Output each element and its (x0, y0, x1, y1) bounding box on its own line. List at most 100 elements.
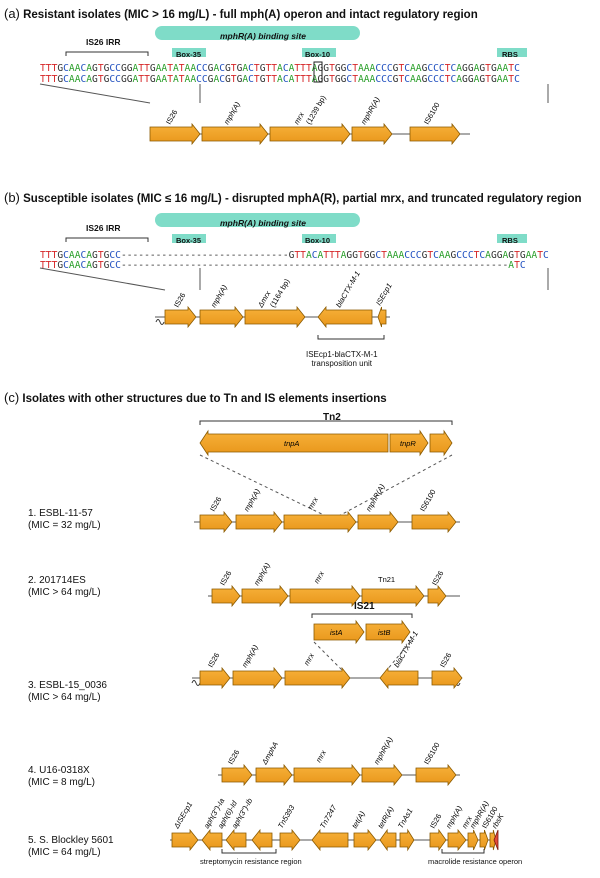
iso5-arrow-tetra (379, 828, 397, 852)
iso5-label-disecp1: ΔISEcp1 (171, 800, 194, 831)
panel-a-zoom-left (39, 83, 151, 104)
panel-a-label-mrx: mrx (292, 110, 306, 126)
iso2-label-is26b: IS26 (430, 569, 446, 587)
tn2-arrow-tnpa (199, 429, 389, 457)
panel-a-box35-highlight (172, 48, 206, 57)
iso5-label-tnas1: TnAs1 (396, 807, 415, 830)
iso3-arrow-mpha (232, 666, 283, 690)
iso5-arrow-aph3ib (251, 828, 273, 852)
iso5-macrolide-bracket (441, 849, 485, 854)
iso1-arrow-is26 (199, 510, 233, 534)
panel-b-arrow-mpha (199, 305, 244, 329)
panel-b-label-mpha: mph(A) (209, 283, 229, 309)
iso5-arrow-tn7247 (311, 828, 349, 852)
section-c-text: Isolates with other structures due to Tn… (22, 393, 387, 405)
iso1-label-is26: IS26 (208, 495, 224, 513)
tn2-arrow-tnpr (389, 429, 429, 457)
iso2-label-tn21: Tn21 (378, 575, 395, 584)
is21-label-ista: istA (330, 628, 343, 637)
tn2-bracket (199, 420, 453, 425)
iso5-arrow-mrx (467, 829, 479, 851)
iso5-arrow-tn5393 (279, 828, 301, 852)
iso5-arrow-teta (353, 828, 377, 852)
isolate-4-mic: (MIC = 8 mg/L) (28, 777, 95, 788)
iso4-arrow-dmpha (255, 763, 293, 787)
isolate-2-name: 2. 201714ES (28, 575, 86, 586)
iso4-label-is26: IS26 (226, 748, 242, 766)
iso1-label-mphra: mphR(A) (364, 482, 387, 513)
is21-label: IS21 (354, 601, 375, 612)
panel-b-arrow-isecp1 (377, 306, 387, 328)
isolate-2-label: 2. 201714ES (MIC > 64 mg/L) (28, 575, 101, 599)
panel-b-box10-highlight (302, 234, 336, 243)
is21-arrow-istb (365, 619, 411, 645)
panel-a-irr-label: IS26 IRR (86, 37, 121, 47)
section-b-mark: (b) (4, 190, 20, 205)
iso4-arrow-is6100 (415, 763, 457, 787)
is21-bracket (311, 613, 413, 618)
tn2-zoom-right (334, 454, 453, 519)
panel-b-box35: Box-35 (176, 236, 202, 245)
iso5-arrow-rbsk (493, 829, 499, 851)
iso4-label-mrx: mrx (314, 748, 328, 764)
iso3-label-mrx: mrx (302, 651, 316, 667)
section-a-mark: (a) (4, 6, 20, 21)
iso1-label-mpha: mph(A) (242, 487, 262, 513)
iso4-label-is6100: IS6100 (422, 741, 442, 766)
macrolide-operon-label: macrolide resistance operon (428, 857, 523, 866)
panel-b-arrow-is26 (164, 305, 197, 329)
is21-zoom-left (313, 641, 349, 677)
is21-arrow-ista (313, 619, 365, 645)
iso5-arrow-aph3ia (201, 828, 223, 852)
iso5-label-is26: IS26 (428, 812, 444, 830)
panel-a-box10: Box-10 (305, 50, 331, 59)
isolate-4-name: 4. U16-0318X (28, 765, 90, 776)
iso2-label-mrx: mrx (312, 569, 326, 585)
tn2-label-tnpa: tnpA (284, 439, 299, 448)
panel-a-box10-mark (313, 61, 323, 83)
panel-b-binding-pill (155, 213, 360, 227)
panel-a-arrow-is26 (149, 122, 201, 146)
strep-region-label: streptomycin resistance region (200, 857, 302, 866)
section-a-title: (a) Resistant isolates (MIC > 16 mg/L) -… (4, 6, 478, 21)
panel-a-label-is26: IS26 (164, 108, 180, 126)
panel-a-arrow-mpha (201, 122, 269, 146)
panel-a-seq1: TTTGCAACAGTGCCGGATTGAATATAACCGACGTGACTGT… (40, 63, 520, 74)
iso5-arrow-mpha (447, 828, 467, 852)
iso2-arrow-mpha (241, 584, 289, 608)
isolate-1-mic: (MIC = 32 mg/L) (28, 520, 101, 531)
panel-a-rbs-highlight (497, 48, 527, 57)
panel-b-unit-label: ISEcp1-blaCTX-M-1 transposition unit (306, 350, 378, 368)
iso5-arrow-tnas1 (399, 828, 415, 852)
iso5-arrow-aph6id (225, 828, 247, 852)
panel-b-label-is26: IS26 (172, 291, 188, 309)
panel-a-arrow-mrx (269, 122, 351, 146)
iso4-label-dmpha: ΔmphA (259, 740, 280, 767)
panel-a-label-is6100: IS6100 (422, 101, 442, 126)
iso1-label-is6100: IS6100 (418, 488, 438, 513)
panel-b-binding-site: mphR(A) binding site (220, 218, 306, 228)
panel-b-label-blactx: blaCTX-M-1 (334, 269, 362, 309)
section-b-title: (b) Susceptible isolates (MIC ≤ 16 mg/L)… (4, 190, 582, 205)
tn2-label-tnpr: tnpR (400, 439, 416, 448)
panel-b-box10: Box-10 (305, 236, 331, 245)
iso5-label-teta: tet(A) (350, 809, 367, 830)
isolate-5-name: 5. S. Blockley 5601 (28, 835, 114, 846)
panel-b-irr-bracket (65, 237, 149, 242)
iso5-arrow-mphra (479, 829, 489, 851)
iso5-label-tn5393: Tn5393 (276, 803, 297, 830)
panel-b-rbs-highlight (497, 234, 527, 243)
section-a-text: Resistant isolates (MIC > 16 mg/L) - ful… (23, 9, 478, 21)
iso3-arrow-blactx (379, 666, 419, 690)
isolate-3-mic: (MIC > 64 mg/L) (28, 692, 101, 703)
panel-b-irr-label: IS26 IRR (86, 223, 121, 233)
isolate-2-mic: (MIC > 64 mg/L) (28, 587, 101, 598)
panel-b-box35-highlight (172, 234, 206, 243)
iso1-arrow-is6100 (411, 510, 457, 534)
iso1-arrow-mpha (235, 510, 283, 534)
panel-a-seq2: TTTGCAACAGTGCCGGATTGAATATAACCGACGTGACTGT… (40, 74, 520, 85)
iso1-arrow-mphra (357, 510, 399, 534)
is21-label-istb: istB (378, 628, 391, 637)
iso3-arrow-is26a (199, 666, 231, 690)
iso4-arrow-mrx (293, 763, 361, 787)
